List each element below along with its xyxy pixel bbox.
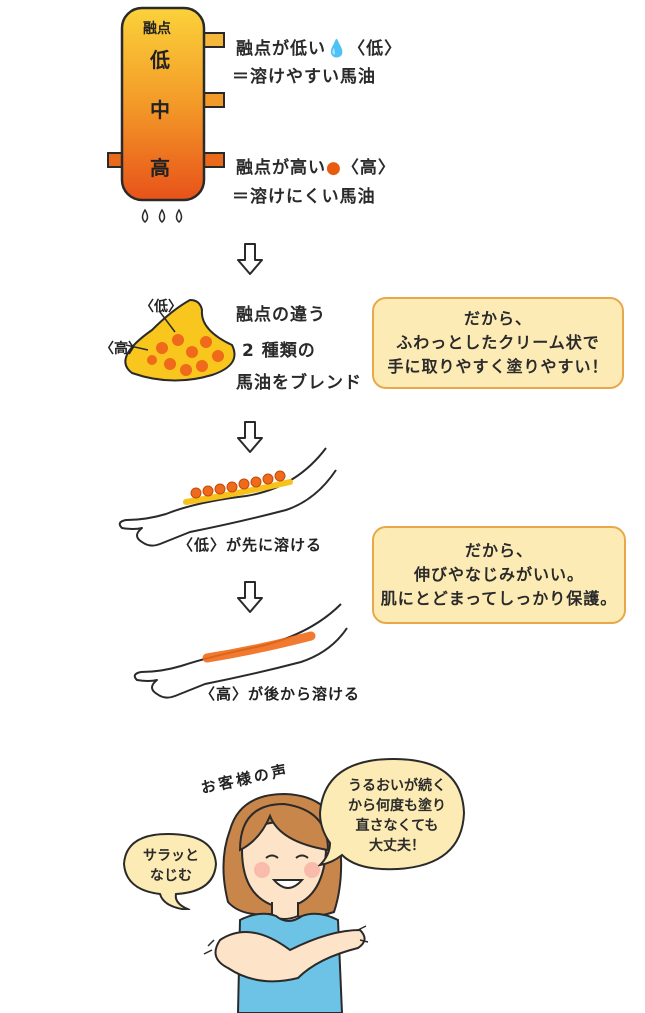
arm1-caption: 〈低〉が先に溶ける — [178, 536, 323, 554]
scale-low: 低 — [150, 48, 170, 72]
low-line2: ＝溶けやすい馬油 — [232, 67, 376, 87]
high-line2: ＝溶けにくい馬油 — [232, 187, 376, 207]
note-protective: だから、 伸びやなじみがいい。 肌にとどまってしっかり保護。 — [372, 526, 626, 624]
high-line1: 融点が高い — [236, 158, 326, 178]
blend-line3: 馬油をブレンド — [236, 373, 362, 393]
note2-line1: だから、 — [464, 541, 533, 560]
high-description: 融点が高い●〈高〉 — [236, 153, 396, 178]
bubble-left-line1: サラッと — [143, 848, 199, 864]
bubble-left-line2: なじむ — [150, 868, 192, 884]
down-arrow-icon — [237, 243, 263, 275]
note2-line3: 肌にとどまってしっかり保護。 — [380, 589, 618, 608]
down-arrow-icon — [237, 581, 263, 613]
low-drop-icon: 💧 — [326, 39, 349, 59]
blend-line1: 融点の違う — [236, 305, 326, 325]
bubble-right-line3: 直さなくても — [355, 818, 439, 834]
speech-bubble-left — [122, 832, 218, 910]
scale-mid: 中 — [150, 98, 170, 122]
bubble-right-line1: うるおいが続く — [348, 778, 446, 794]
low-tag: 〈低〉 — [348, 39, 403, 59]
note1-line1: だから、 — [463, 309, 532, 328]
blob-label-high: 〈高〉 — [100, 341, 142, 357]
high-tag: 〈高〉 — [341, 158, 396, 178]
note1-line3: 手に取りやすく塗りやすい！ — [387, 357, 609, 376]
bubble-left-text: サラッと なじむ — [128, 846, 214, 886]
arm-illustration-low — [118, 447, 337, 547]
speech-bubble-right — [318, 757, 466, 871]
scale-header: 融点 — [143, 21, 171, 37]
arm-illustration-high — [133, 603, 348, 699]
melting-point-scale — [107, 6, 225, 223]
bubble-right-line4: 大丈夫！ — [369, 838, 425, 854]
arm2-caption: 〈高〉が後から溶ける — [200, 685, 361, 703]
note-spreadable: だから、 ふわっとしたクリーム状で 手に取りやすく塗りやすい！ — [372, 297, 624, 389]
blend-line2: 2 種類の — [242, 341, 316, 361]
down-arrow-icon — [237, 421, 263, 453]
note2-line2: 伸びやなじみがいい。 — [413, 565, 584, 584]
note1-line2: ふわっとしたクリーム状で — [396, 333, 600, 352]
blend-blob-illustration — [124, 298, 236, 382]
bubble-right-text: うるおいが続く から何度も塗り 直さなくても 大丈夫！ — [335, 776, 459, 856]
high-dot-icon: ● — [326, 158, 342, 178]
low-description: 融点が低い💧〈低〉 — [236, 34, 402, 59]
bubble-right-line2: から何度も塗り — [348, 798, 446, 814]
low-line1: 融点が低い — [236, 39, 326, 59]
blob-label-low: 〈低〉 — [140, 299, 182, 315]
scale-high: 高 — [150, 156, 170, 180]
customer-illustration — [203, 792, 369, 1013]
